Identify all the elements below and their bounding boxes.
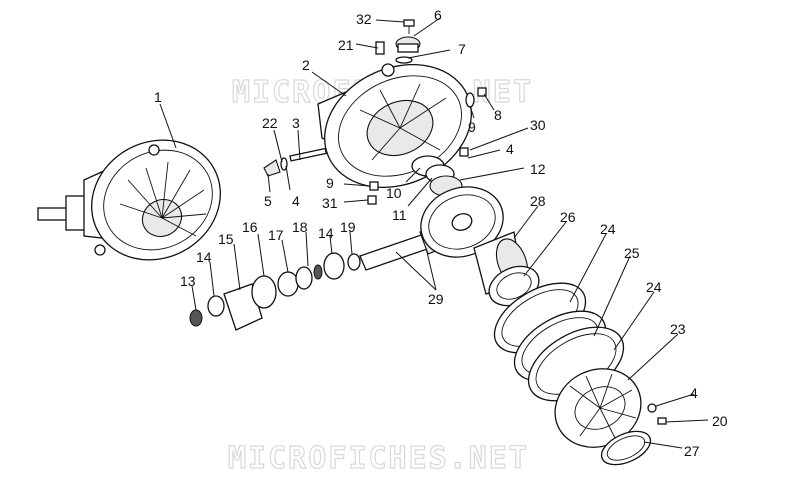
callout-21: 21 [338,37,354,53]
washer-4-lower [647,403,657,413]
nut-13 [189,309,203,327]
screw-31 [367,195,377,205]
callout-4: 4 [690,385,698,401]
callout-2: 2 [302,57,310,73]
callout-9: 9 [326,175,334,191]
cover-23-ribs [569,373,637,441]
callout-18: 18 [292,219,308,235]
callout-20: 20 [712,413,728,429]
callout-4: 4 [506,141,514,157]
oil-plug-body [397,43,419,53]
callout-19: 19 [340,219,356,235]
ring-22 [280,157,288,171]
callout-9: 9 [468,119,476,135]
ring-gear-bore [451,213,473,231]
pin-3 [289,147,328,162]
leader-lines [159,17,709,449]
oil-plug-assembly [375,19,421,64]
callout-31: 31 [322,195,338,211]
callout-13: 13 [180,273,196,289]
callout-4: 4 [292,193,300,209]
callout-6: 6 [434,7,442,23]
callout-24: 24 [646,279,662,295]
seal-27 [600,430,652,466]
callout-8: 8 [494,107,502,123]
ring-18 [313,264,323,280]
callout-28: 28 [530,193,546,209]
callout-27: 27 [684,443,700,459]
callout-labels: 1 2 3 4 4 4 5 6 7 8 9 9 10 11 12 13 14 1… [154,7,728,459]
left-housing [37,139,221,261]
right-housing-fill-boss [381,63,395,77]
callout-17: 17 [268,227,284,243]
callout-7: 7 [458,41,466,57]
output-shaft-stack [189,252,361,331]
callout-26: 26 [560,209,576,225]
spacer-17 [295,266,313,290]
oil-plug-oring [395,56,413,64]
plug-screw-head [403,19,415,27]
left-housing-bolt-boss [94,244,106,256]
bearing-14-left [207,295,225,317]
ring-gear-and-pinion [359,186,504,271]
bearing-14-right [323,252,345,280]
callout-25: 25 [624,245,640,261]
callout-24: 24 [600,221,616,237]
callout-16: 16 [242,219,258,235]
callout-14: 14 [318,225,334,241]
callout-15: 15 [218,231,234,247]
callout-12: 12 [530,161,546,177]
left-housing-bolt-boss [148,144,160,156]
callout-11: 11 [392,207,407,223]
screw-8 [477,87,487,97]
left-housing-ribs [119,161,207,237]
callout-5: 5 [264,193,272,209]
screw-20 [657,417,667,425]
left-housing-flange-inner [103,149,213,251]
ring-19 [347,253,361,271]
callout-23: 23 [670,321,686,337]
watermark-bottom: MICROFICHES.NET [228,441,529,476]
callout-22: 22 [262,115,278,131]
callout-14: 14 [196,249,212,265]
washer-9-top [465,92,475,108]
callout-30: 30 [530,117,546,133]
right-housing-ribs [359,83,447,161]
callout-29: 29 [428,291,444,307]
cap-5 [263,159,281,177]
screw-4-mid [459,147,469,157]
callout-32: 32 [356,11,372,27]
callout-3: 3 [292,115,300,131]
callout-1: 1 [154,89,162,105]
circlip-17 [277,271,299,297]
screw-9-mid [369,181,379,191]
callout-10: 10 [386,185,402,201]
sleeve-16 [251,275,277,309]
